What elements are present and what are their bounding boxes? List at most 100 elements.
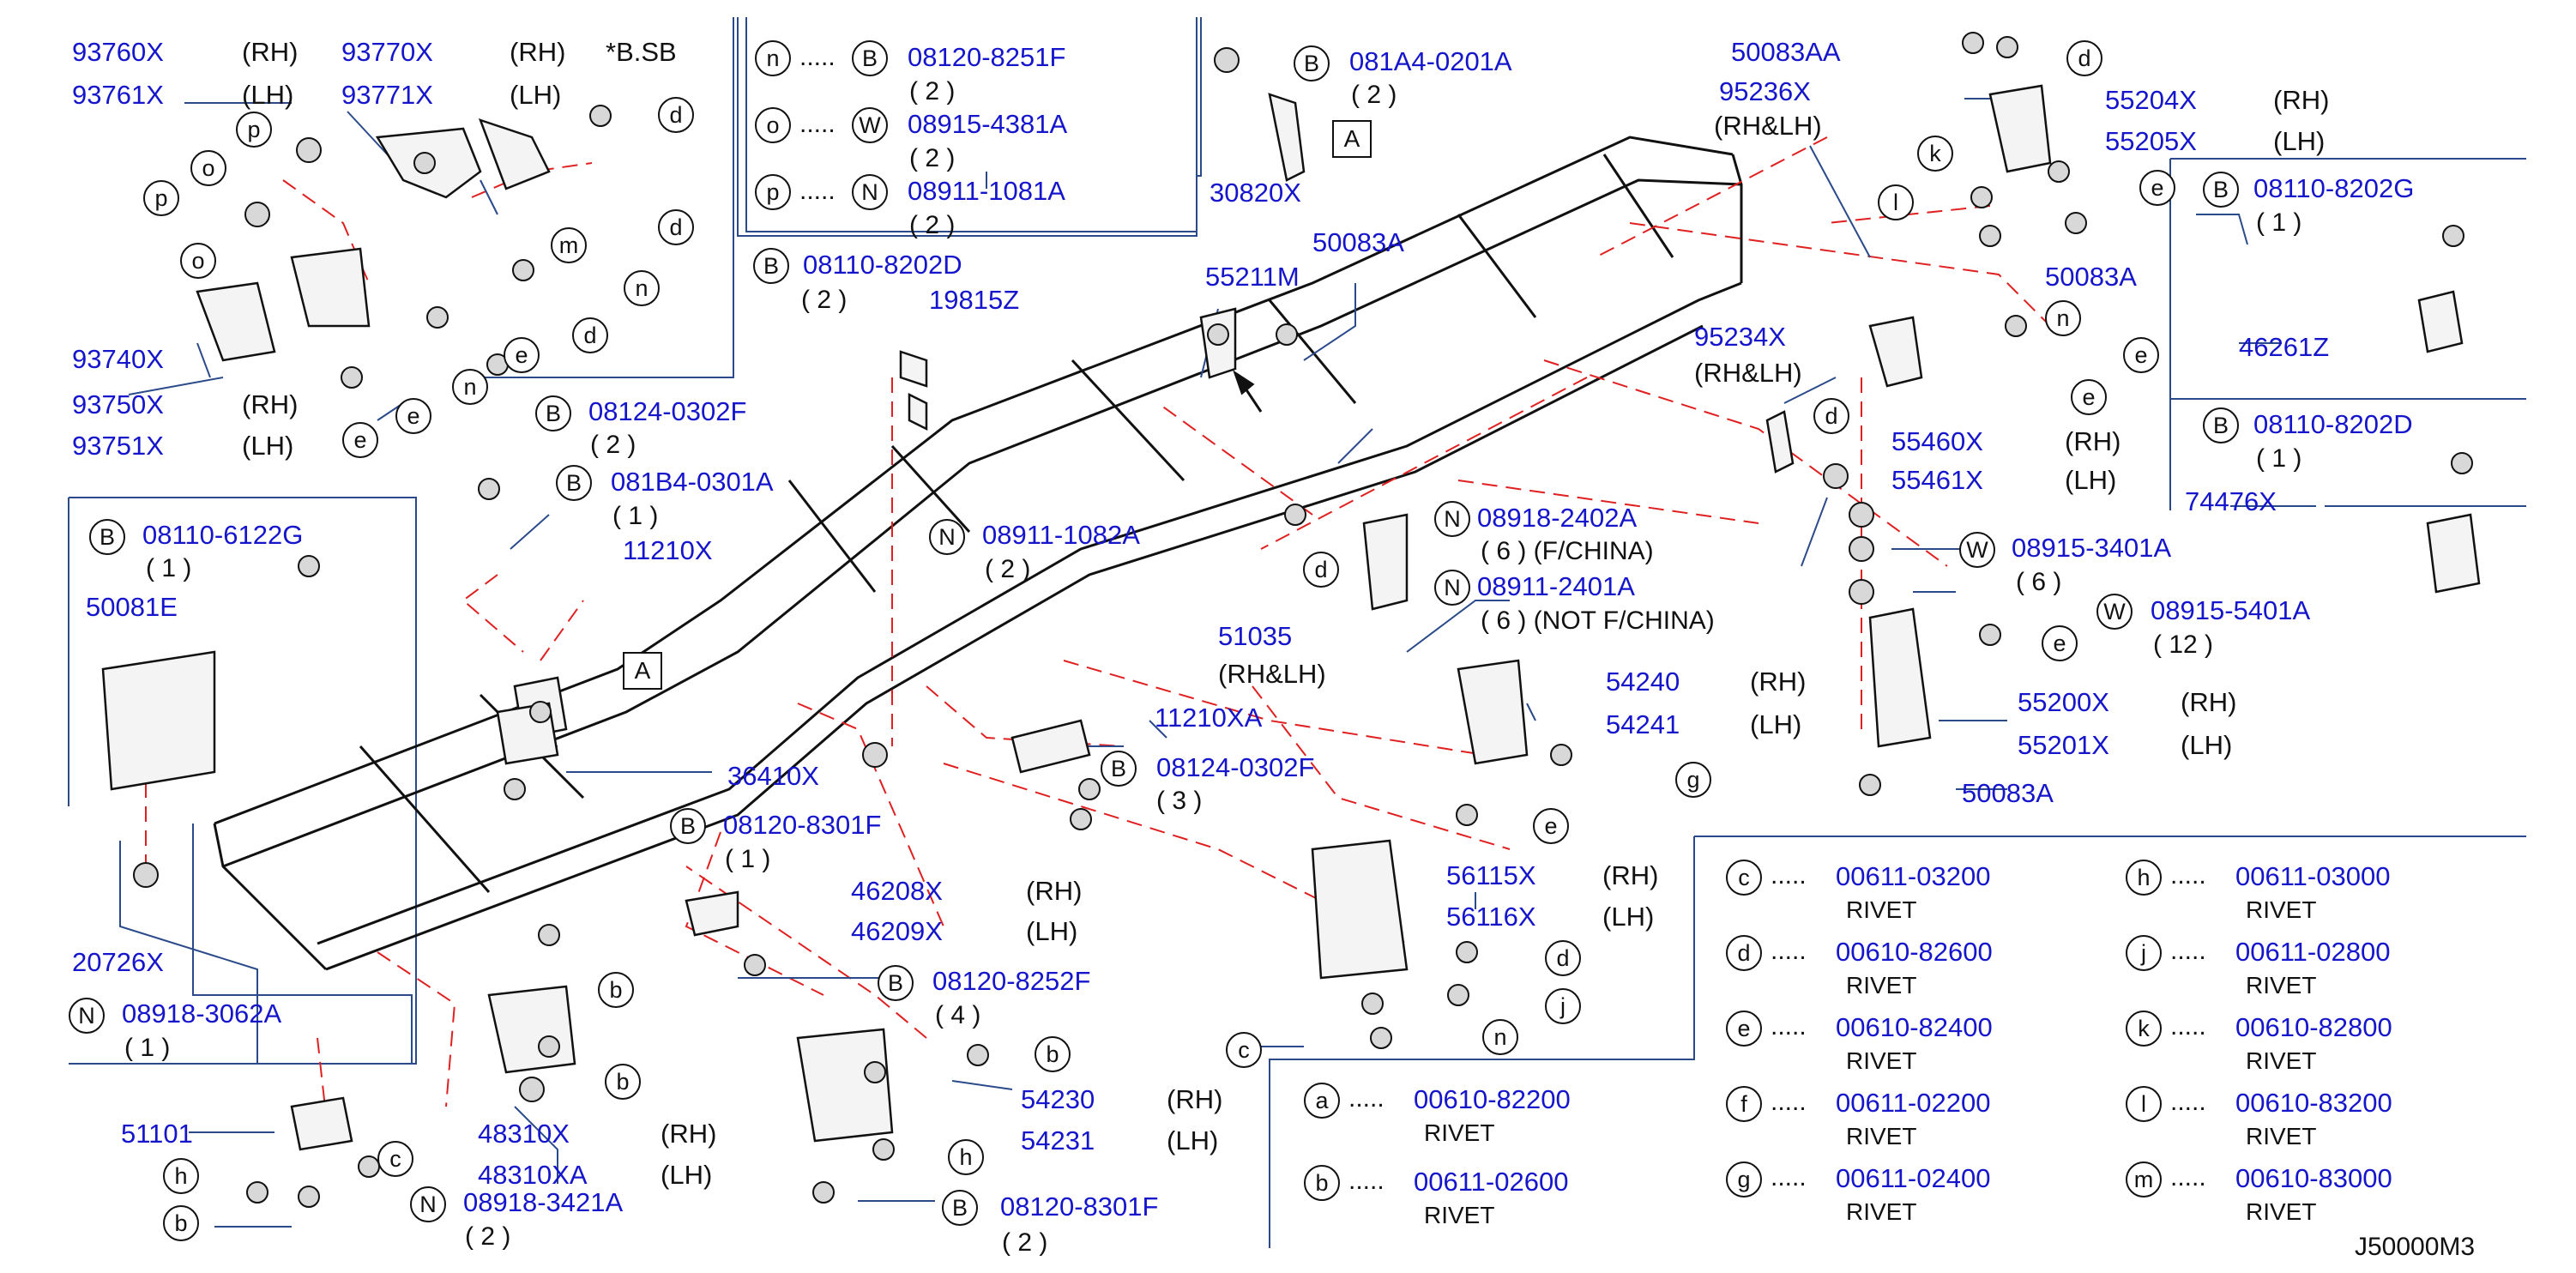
side-label: (LH) [661, 1160, 713, 1190]
fastener-08110-8202g[interactable]: 08110-8202G [2253, 173, 2415, 203]
callout-p: p [143, 180, 179, 216]
fastener-08918-3062a[interactable]: 08918-3062A [122, 998, 282, 1029]
part-51035[interactable]: 51035 [1218, 621, 1293, 651]
part-20726x[interactable]: 20726X [72, 947, 164, 977]
fastener-08915-5401a[interactable]: 08915-5401A [2151, 595, 2311, 625]
legend-part-l[interactable]: 00610-83200 [2235, 1088, 2392, 1118]
part-50081e[interactable]: 50081E [86, 592, 178, 622]
part-56116x[interactable]: 56116X [1446, 902, 1536, 932]
callout-B: B [852, 40, 888, 76]
part-55200x[interactable]: 55200X [2018, 687, 2109, 717]
part-50083a[interactable]: 50083A [2045, 262, 2137, 292]
callout-d: d [658, 209, 694, 245]
legend-dots: ..... [1348, 1167, 1385, 1195]
fastener-08110-8202d[interactable]: 08110-8202D [2253, 409, 2413, 439]
part-93761x[interactable]: 93761X [72, 80, 164, 110]
part-93740x[interactable]: 93740X [72, 344, 164, 374]
side-label: (RH) [2273, 85, 2330, 115]
fastener-08911-2401a[interactable]: 08911-2401A [1477, 571, 1635, 601]
callout-N: N [1434, 570, 1470, 606]
legend-part-f[interactable]: 00611-02200 [1836, 1088, 1991, 1118]
part-48310xa[interactable]: 48310XA [478, 1160, 588, 1190]
part-54240[interactable]: 54240 [1606, 667, 1680, 697]
fastener-08110-8202d[interactable]: 08110-8202D [803, 250, 962, 280]
callout-B: B [1101, 751, 1137, 787]
legend-letter-j: j [2126, 935, 2162, 971]
callout-B: B [942, 1190, 978, 1226]
part-93760x[interactable]: 93760X [72, 37, 164, 67]
part-56115x[interactable]: 56115X [1446, 860, 1536, 890]
part-55201x[interactable]: 55201X [2018, 730, 2109, 760]
qty: ( 12 ) [2153, 630, 2214, 659]
part-50083aa[interactable]: 50083AA [1731, 37, 1841, 67]
legend-part-h[interactable]: 00611-03000 [2235, 861, 2391, 891]
callout-l: l [1878, 184, 1914, 220]
part-54230[interactable]: 54230 [1021, 1084, 1095, 1114]
part-55461x[interactable]: 55461X [1891, 465, 1983, 495]
part-55211m[interactable]: 55211M [1205, 262, 1300, 292]
callout-B: B [753, 248, 789, 284]
callout-o: o [190, 150, 226, 186]
legend-part-a[interactable]: 00610-82200 [1414, 1084, 1571, 1114]
qty: ( 2 ) [909, 211, 956, 239]
fastener-08124-0302f[interactable]: 08124-0302F [588, 396, 747, 426]
part-46209x[interactable]: 46209X [851, 916, 943, 946]
part-55205x[interactable]: 55205X [2105, 126, 2197, 156]
part-54231[interactable]: 54231 [1021, 1125, 1095, 1155]
qty: ( 2 ) [1351, 81, 1397, 109]
fastener-08110-6122g[interactable]: 08110-6122G [142, 520, 304, 550]
part-11210xa[interactable]: 11210XA [1155, 703, 1263, 733]
part-46261z[interactable]: 46261Z [2239, 332, 2330, 362]
part-50083a[interactable]: 50083A [1962, 778, 2054, 808]
part-54241[interactable]: 54241 [1606, 709, 1680, 739]
side-label: (LH) [510, 80, 562, 110]
fastener-08120-8301f[interactable]: 08120-8301F [1000, 1192, 1159, 1222]
part-46208x[interactable]: 46208X [851, 876, 943, 906]
fastener-08911-1081a[interactable]: 08911-1081A [908, 176, 1065, 206]
fastener-08120-8301f[interactable]: 08120-8301F [723, 810, 882, 840]
part-55460x[interactable]: 55460X [1891, 426, 1983, 456]
part-95234x[interactable]: 95234X [1694, 322, 1786, 352]
legend-part-b[interactable]: 00611-02600 [1414, 1167, 1569, 1197]
part-93771x[interactable]: 93771X [341, 80, 433, 110]
legend-letter-f: f [1726, 1086, 1762, 1122]
part-36410x[interactable]: 36410X [727, 761, 819, 791]
fastener-08918-2402a[interactable]: 08918-2402A [1477, 503, 1638, 533]
legend-part-m[interactable]: 00610-83000 [2235, 1163, 2392, 1193]
part-93750x[interactable]: 93750X [72, 389, 164, 419]
legend-part-d[interactable]: 00610-82600 [1836, 937, 1993, 967]
legend-part-c[interactable]: 00611-03200 [1836, 861, 1991, 891]
part-50083a[interactable]: 50083A [1312, 227, 1404, 257]
fastener-081a4-0201a[interactable]: 081A4-0201A [1349, 46, 1512, 76]
part-51101[interactable]: 51101 [121, 1119, 193, 1149]
legend-rivet-label: RIVET [1846, 1123, 1917, 1149]
legend-part-e[interactable]: 00610-82400 [1836, 1012, 1993, 1042]
callout-B: B [878, 965, 914, 1001]
legend-part-g[interactable]: 00611-02400 [1836, 1163, 1991, 1193]
fastener-08124-0302f[interactable]: 08124-0302F [1156, 752, 1315, 782]
part-74476x[interactable]: 74476X [2185, 486, 2277, 516]
side-label: (RH) [1026, 876, 1083, 906]
part-95236x[interactable]: 95236X [1719, 76, 1811, 106]
fastener-081b4-0301a[interactable]: 081B4-0301A [611, 467, 774, 497]
legend-part-j[interactable]: 00611-02800 [2235, 937, 2391, 967]
fastener-08120-8252f[interactable]: 08120-8252F [932, 966, 1091, 996]
part-55204x[interactable]: 55204X [2105, 85, 2197, 115]
fastener-08120-8251f[interactable]: 08120-8251F [908, 42, 1066, 72]
callout-e: e [342, 422, 378, 458]
part-48310x[interactable]: 48310X [478, 1119, 570, 1149]
part-93770x[interactable]: 93770X [341, 37, 433, 67]
qty: ( 1 ) [725, 845, 771, 873]
fastener-08915-4381a[interactable]: 08915-4381A [908, 109, 1068, 139]
side-label: (LH) [2181, 730, 2233, 760]
part-93751x[interactable]: 93751X [72, 431, 164, 461]
fastener-08915-3401a[interactable]: 08915-3401A [2012, 533, 2172, 563]
part-11210x[interactable]: 11210X [623, 535, 713, 565]
side-label: (RH) [661, 1119, 717, 1149]
part-30820x[interactable]: 30820X [1210, 178, 1301, 208]
fastener-08918-3421a[interactable]: 08918-3421A [463, 1187, 624, 1217]
part-19815z[interactable]: 19815Z [929, 285, 1020, 315]
fastener-08911-1082a[interactable]: 08911-1082A [982, 520, 1140, 550]
legend-part-k[interactable]: 00610-82800 [2235, 1012, 2392, 1042]
legend-letter-k: k [2126, 1011, 2162, 1047]
